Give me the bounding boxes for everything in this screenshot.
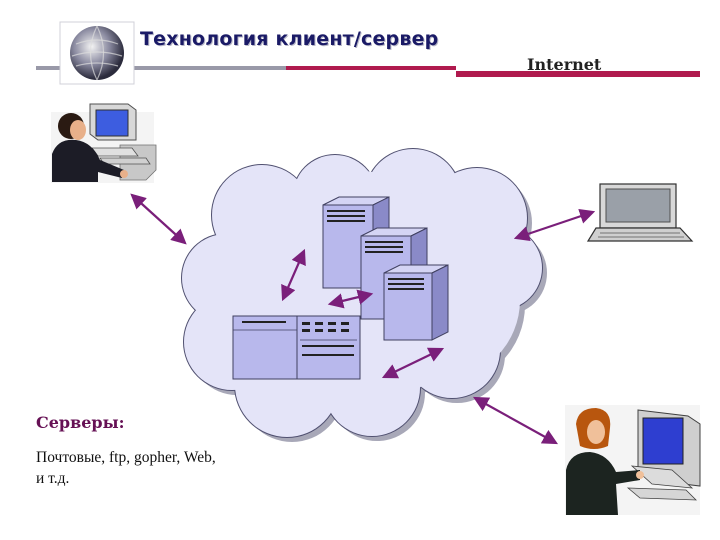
page-title: Технология клиент/сервер <box>140 28 439 50</box>
woman-at-computer-icon <box>565 405 701 515</box>
internet-underline <box>456 71 700 77</box>
arrow-client-right <box>472 396 559 445</box>
arrow-laptop <box>513 208 596 242</box>
title-underline-gray <box>36 66 456 70</box>
globe-icon <box>70 25 124 81</box>
mainframe-icon <box>232 315 361 380</box>
internet-label: Internet <box>527 55 602 74</box>
title-underline-accent <box>286 66 456 70</box>
header-decoration <box>36 21 700 85</box>
connection-arrows <box>130 193 596 445</box>
server-tower-icon <box>383 264 449 341</box>
arrow-client-left <box>130 193 187 245</box>
arrow-server-server <box>327 289 374 309</box>
servers-description: Почтовые, ftp, gopher, Web, и т.д. <box>36 449 216 487</box>
laptop-icon <box>586 183 694 242</box>
user-at-computer-icon <box>51 103 157 183</box>
arrow-server-mainframe <box>281 248 306 302</box>
servers-heading: Серверы: <box>36 413 125 432</box>
arrow-server-lower <box>381 347 445 379</box>
